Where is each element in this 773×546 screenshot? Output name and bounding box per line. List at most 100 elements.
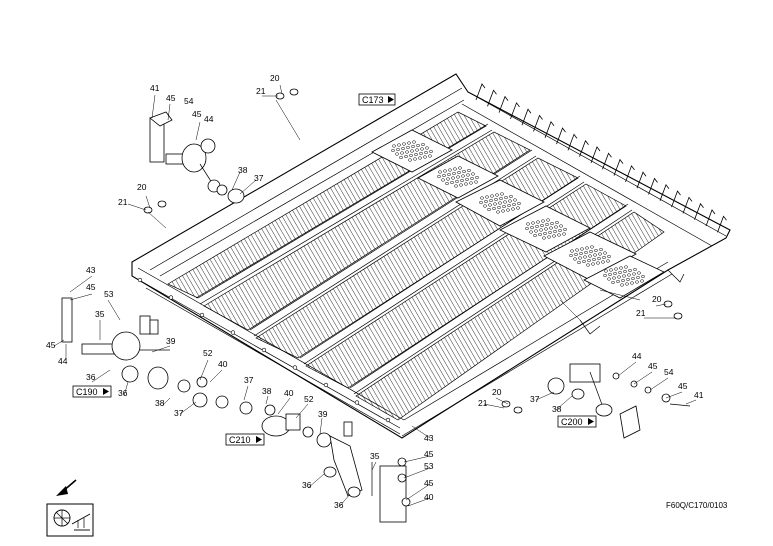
perforated-plates bbox=[371, 129, 665, 299]
plate-hole bbox=[460, 178, 464, 183]
plate-hole bbox=[612, 276, 616, 280]
plate-hole bbox=[606, 259, 610, 263]
reference-box-c190[interactable]: C190 bbox=[72, 385, 112, 398]
plate-hole bbox=[400, 151, 404, 155]
callout-20-br: 20 bbox=[492, 387, 502, 397]
leader-line bbox=[91, 369, 111, 383]
plate-hole bbox=[603, 251, 607, 255]
plate-hole bbox=[553, 229, 557, 234]
rail-bolt bbox=[137, 277, 143, 283]
plate-hole bbox=[416, 143, 420, 148]
plate-hole bbox=[489, 198, 493, 203]
plate-hole bbox=[616, 279, 620, 284]
plate-hole bbox=[596, 261, 600, 265]
plate-hole bbox=[506, 208, 510, 212]
plate-hole bbox=[423, 155, 427, 159]
plate-hole bbox=[534, 229, 538, 233]
rail-bolt bbox=[385, 417, 391, 423]
plate-hole bbox=[617, 275, 621, 279]
plate-hole bbox=[569, 253, 573, 258]
plate-hole bbox=[582, 259, 586, 264]
callout-43-b: 43 bbox=[424, 433, 434, 443]
plate-hole bbox=[495, 193, 499, 197]
leader-line bbox=[243, 385, 249, 401]
plate-hole bbox=[607, 277, 611, 281]
plate-hole bbox=[399, 155, 403, 160]
plate-hole bbox=[630, 281, 634, 285]
leader-line bbox=[559, 299, 581, 321]
plate-hole bbox=[479, 200, 483, 205]
hanger-top-left bbox=[149, 111, 245, 204]
plate-hole bbox=[635, 280, 639, 284]
plate-hole bbox=[602, 255, 606, 260]
plate-hole bbox=[443, 169, 447, 173]
leader-line bbox=[161, 397, 171, 407]
leader-line bbox=[53, 339, 65, 347]
plate-hole bbox=[540, 223, 544, 228]
callout-38-tl: 38 bbox=[238, 165, 248, 175]
reference-box-c200[interactable]: C200 bbox=[557, 415, 597, 428]
plate-hole bbox=[628, 268, 632, 273]
plate-hole bbox=[474, 180, 478, 184]
leader-line bbox=[69, 275, 93, 293]
plate-hole bbox=[573, 257, 577, 261]
callout-40-l: 40 bbox=[218, 359, 228, 369]
callout-38-l: 38 bbox=[155, 398, 165, 408]
leader-line bbox=[319, 417, 323, 435]
reference-box-c173[interactable]: C173 bbox=[358, 93, 396, 106]
leader-line bbox=[295, 403, 309, 419]
plate-hole bbox=[441, 178, 445, 182]
plate-hole bbox=[420, 147, 424, 151]
leader-line bbox=[179, 401, 197, 415]
plate-hole bbox=[446, 177, 450, 181]
comb-finger bbox=[567, 133, 578, 151]
leader-line bbox=[123, 381, 129, 397]
plate-hole bbox=[418, 156, 422, 160]
plate-hole bbox=[531, 221, 535, 225]
plate-hole bbox=[599, 247, 603, 252]
plate-hole bbox=[480, 196, 484, 200]
leader-line bbox=[685, 399, 697, 405]
plate-hole bbox=[425, 146, 429, 150]
callout-54-r: 54 bbox=[664, 367, 674, 377]
plate-hole bbox=[414, 152, 418, 157]
callout-40-b: 40 bbox=[424, 492, 434, 502]
plate-hole bbox=[622, 274, 626, 278]
plate-hole bbox=[402, 142, 406, 146]
callout-20-l: 20 bbox=[137, 182, 147, 192]
plate-hole bbox=[550, 221, 554, 226]
rail-bolt bbox=[354, 400, 360, 405]
leader-line bbox=[655, 303, 667, 307]
callout-36-b: 36 bbox=[302, 480, 312, 490]
sieve-frame bbox=[131, 73, 731, 439]
reference-box-c210[interactable]: C210 bbox=[225, 433, 265, 446]
plate-hole bbox=[428, 154, 432, 158]
callout-37-m: 37 bbox=[244, 375, 254, 385]
plate-hole bbox=[467, 168, 471, 173]
callout-21-top: 21 bbox=[256, 86, 266, 96]
leader-line bbox=[555, 395, 573, 411]
plate-hole bbox=[619, 266, 623, 270]
callout-37-l: 37 bbox=[174, 408, 184, 418]
plate-hole bbox=[424, 150, 428, 155]
plate-hole bbox=[624, 265, 628, 269]
plate-hole bbox=[621, 278, 625, 283]
plate-hole bbox=[627, 273, 631, 277]
arrow-right-icon bbox=[388, 96, 394, 103]
plate-hole bbox=[509, 194, 513, 199]
plate-hole bbox=[637, 271, 641, 275]
comb-finger bbox=[579, 139, 589, 157]
plate-hole bbox=[494, 197, 498, 202]
plate-hole bbox=[507, 203, 511, 208]
callout-21-l: 21 bbox=[118, 197, 128, 207]
callout-52-l: 52 bbox=[203, 348, 213, 358]
plate-hole bbox=[587, 258, 591, 263]
plate-hole bbox=[447, 172, 451, 177]
plate-hole bbox=[604, 269, 608, 273]
plate-hole bbox=[465, 177, 469, 182]
callout-39-m: 39 bbox=[318, 409, 328, 419]
plate-hole bbox=[502, 204, 506, 209]
comb-finger bbox=[682, 196, 693, 214]
callout-21-br: 21 bbox=[478, 398, 488, 408]
plate-hole bbox=[541, 219, 545, 223]
